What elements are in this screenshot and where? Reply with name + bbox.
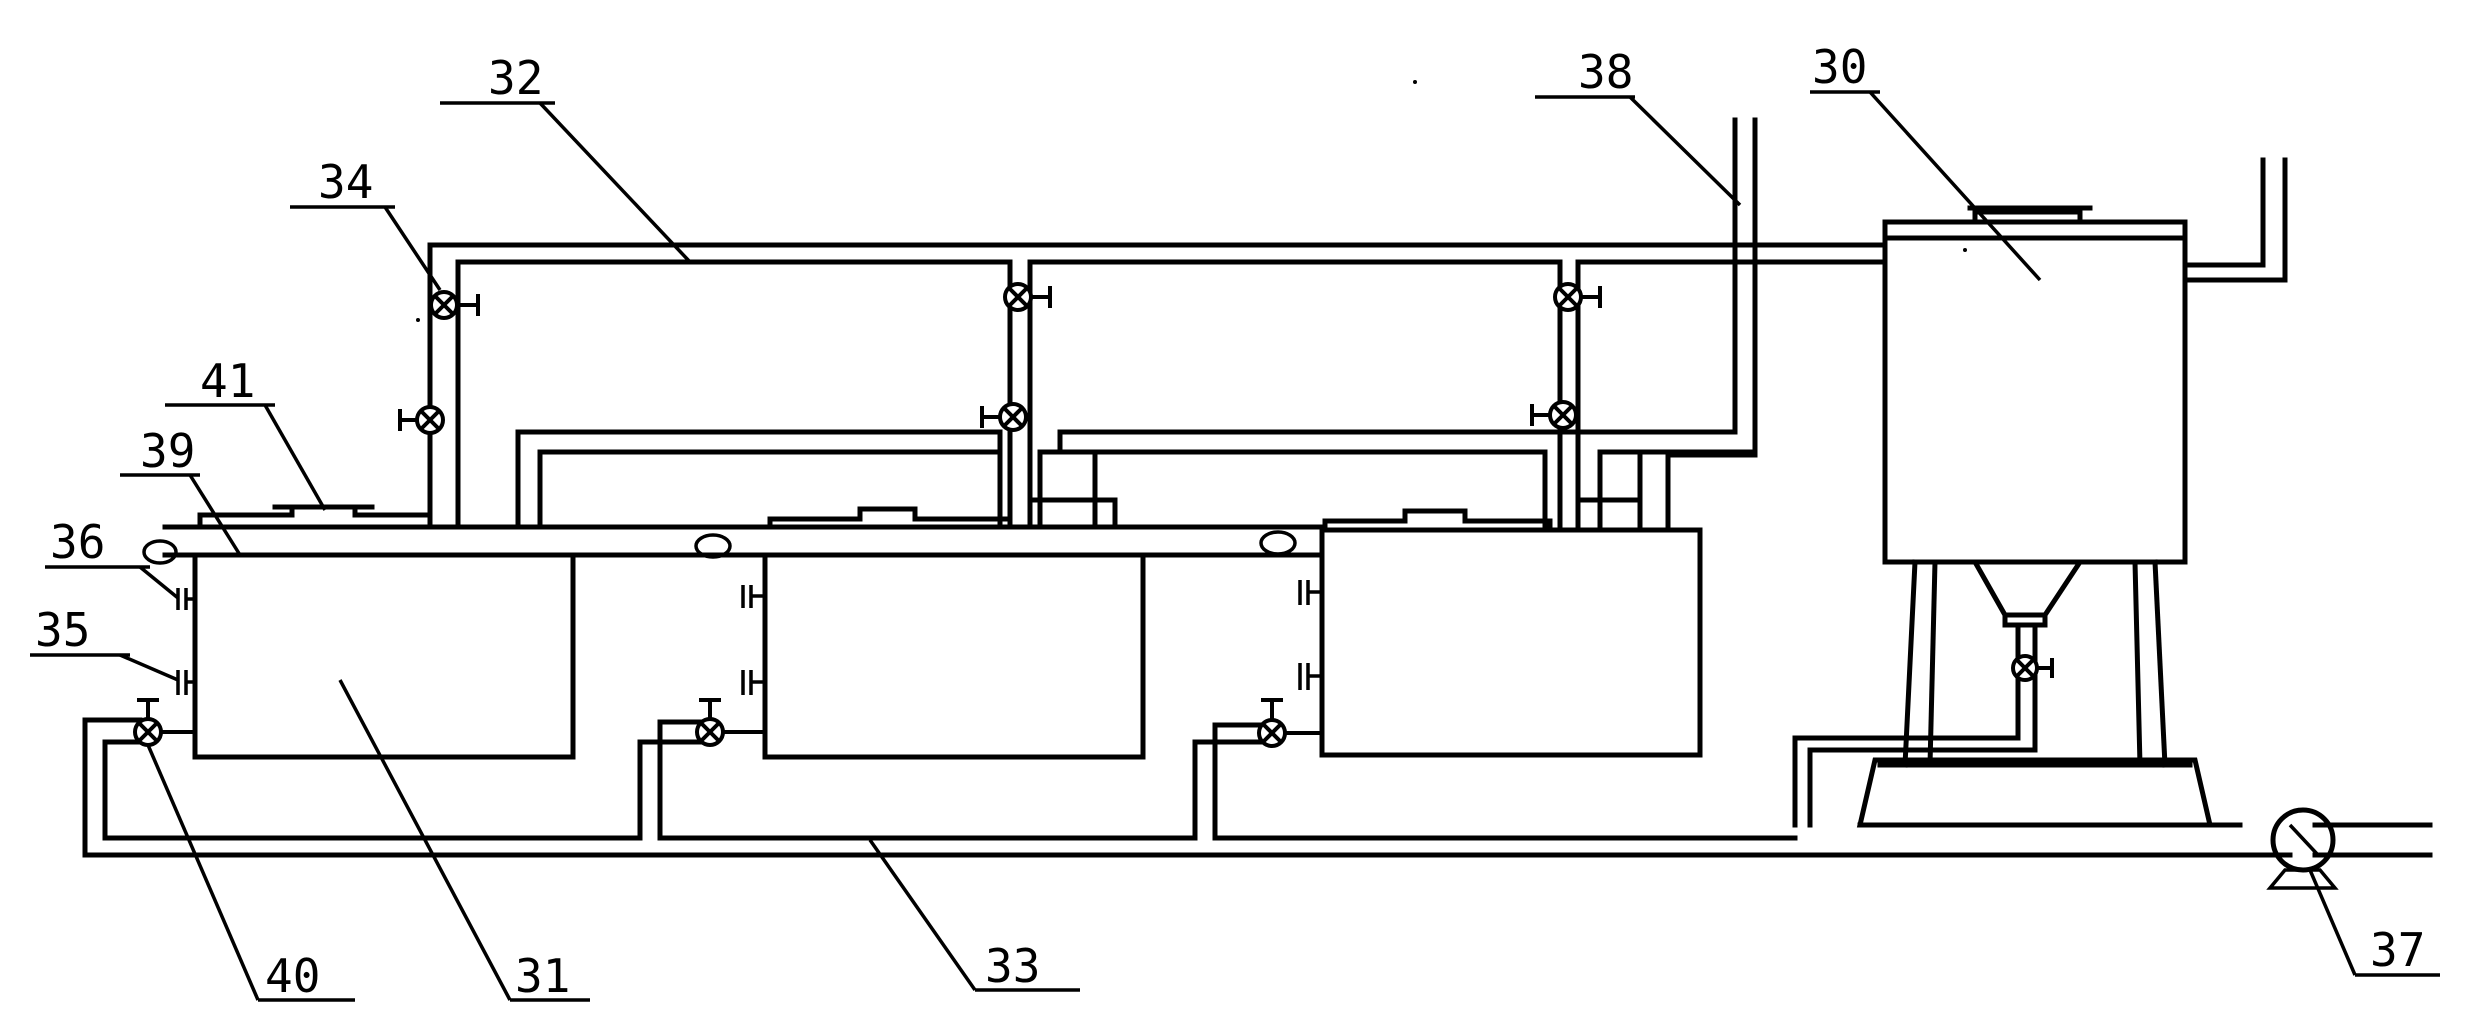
tank-lid-41 — [197, 504, 433, 530]
label-37: 37 — [2370, 923, 2425, 977]
label-31: 31 — [515, 949, 570, 1003]
speck — [1413, 80, 1417, 84]
label-40: 40 — [265, 949, 320, 1003]
label-30: 30 — [1812, 40, 1867, 94]
valve — [2011, 654, 2054, 682]
valve — [1530, 400, 1578, 430]
drain-valve-40 — [133, 698, 195, 747]
roller — [1259, 530, 1297, 556]
side-ports — [176, 580, 1322, 695]
end-roller — [142, 539, 178, 565]
label-35: 35 — [35, 603, 90, 657]
tank-lid — [767, 506, 1013, 530]
speck — [416, 318, 420, 322]
top-manifold-32 — [427, 117, 1888, 530]
label-41: 41 — [200, 354, 255, 408]
hopper-outlet-pipe — [1792, 622, 2038, 828]
label-34: 34 — [318, 155, 373, 209]
label-39: 39 — [140, 424, 195, 478]
valve — [1003, 282, 1052, 312]
speck — [1963, 248, 1967, 252]
drain-valve — [695, 698, 765, 747]
valve — [980, 402, 1028, 432]
label-38: 38 — [1578, 45, 1633, 99]
bottom-manifold-33 — [82, 717, 2433, 858]
tank-2 — [762, 552, 1146, 760]
label-36: 36 — [50, 515, 105, 569]
valve-34 — [429, 290, 480, 320]
label-32: 32 — [488, 51, 543, 105]
tank-3 — [1319, 527, 1703, 758]
drain-valve — [1257, 698, 1322, 748]
leader-lines — [30, 90, 2440, 1002]
hopper-30 — [1856, 157, 2288, 828]
label-33: 33 — [985, 939, 1040, 993]
conveyor-pipe-39 — [142, 524, 1325, 565]
roller — [694, 533, 732, 559]
pump-37 — [2266, 807, 2339, 890]
valve — [398, 405, 445, 435]
tank-lid — [1322, 508, 1553, 530]
tank-1 — [192, 552, 576, 760]
valve — [1553, 282, 1602, 312]
